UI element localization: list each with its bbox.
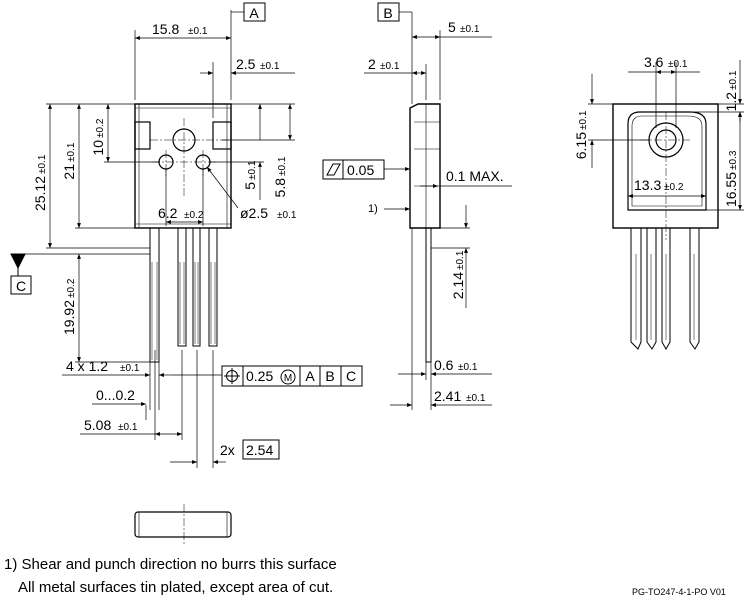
front-left-notch xyxy=(134,121,151,150)
footnote-line-2: All metal surfaces tin plated, except ar… xyxy=(18,579,334,596)
dim-rear-pad-h-tol: ±0.3 xyxy=(728,150,739,170)
flatness-frame xyxy=(322,159,385,180)
datum-a-label: A xyxy=(249,5,259,21)
dim-hole-dia-value: ø2.5 xyxy=(240,205,268,221)
dim-rear-pad-w-value: 13.3 xyxy=(634,177,661,193)
position-tol-ref-b: B xyxy=(325,368,334,384)
rear-dimension-lines xyxy=(588,60,744,211)
dim-rear-hole-value: 3.6 xyxy=(644,54,664,70)
dim-hole-dia-tol: ±0.1 xyxy=(277,210,297,221)
dim-body-h-tol: ±0.1 xyxy=(66,142,77,162)
dim-overall-h-value: 25.12 xyxy=(32,176,48,211)
dim-hole-y-value: 5 xyxy=(242,182,258,190)
dim-lead-len-tol: ±0.2 xyxy=(66,278,77,298)
datum-c-box xyxy=(10,275,32,295)
dim-tab-off-value: 2.5 xyxy=(236,56,256,72)
datum-frames xyxy=(10,2,400,460)
dim-side-lead-h-tol: ±0.1 xyxy=(455,250,466,270)
bottom-view xyxy=(134,504,232,544)
rear-leads xyxy=(630,228,700,351)
dim-hole-y2-tol: ±0.1 xyxy=(277,156,288,176)
dim-protr-value: 0.1 MAX. xyxy=(446,168,504,184)
dim-lead-span-tol: ±0.1 xyxy=(118,422,138,433)
dim-rear-top-value: 1.2 xyxy=(723,92,739,112)
datum-a-box xyxy=(243,2,266,22)
position-tol-value: 0.25 xyxy=(246,368,273,384)
dim-rear-pad-w-tol: ±0.2 xyxy=(664,182,684,193)
dim-pitch-value: 2.54 xyxy=(246,442,273,458)
dim-rear-top-tol: ±0.1 xyxy=(728,70,739,90)
dim-side-t-tol: ±0.1 xyxy=(460,24,480,35)
drawing-code: PG-TO247-4-1-PO V01 xyxy=(632,587,726,597)
side-body xyxy=(409,103,441,229)
dim-lead-w-value: 4 x 1.2 xyxy=(66,358,108,374)
position-tol-ref-c: C xyxy=(346,368,356,384)
front-dimension-lines xyxy=(14,10,295,468)
pitch-box xyxy=(242,439,280,460)
position-tol-modifier: M xyxy=(284,373,292,384)
rear-body xyxy=(612,103,719,229)
dim-side-tab-value: 2 xyxy=(368,56,376,72)
dim-side-lead-t-value: 0.6 xyxy=(434,357,454,373)
dim-rear-hy-tol: ±0.1 xyxy=(578,110,589,130)
datum-c-triangle xyxy=(10,253,26,270)
dimension-labels: A B C 15.8 ±0.1 2.5 ±0.1 6.2 ±0.2 ø2.5 ±… xyxy=(16,5,739,458)
dim-width-tol: ±0.1 xyxy=(188,26,208,37)
dim-hole-y2-value: 5.8 xyxy=(272,178,288,198)
dim-lead-gap-value: 0...0.2 xyxy=(96,387,135,403)
datum-b-label: B xyxy=(383,5,392,21)
side-note-ref: 1) xyxy=(368,203,378,215)
datum-b-box xyxy=(377,2,400,22)
dim-width-value: 15.8 xyxy=(152,21,179,37)
flatness-value: 0.05 xyxy=(347,162,374,178)
dim-side-lead-h-value: 2.14 xyxy=(450,272,466,299)
dim-holes-sp-value: 6.2 xyxy=(158,205,178,221)
rear-view xyxy=(612,103,719,351)
rear-heat-pad xyxy=(627,111,707,211)
dim-rear-hole-tol: ±0.1 xyxy=(668,59,688,70)
position-tol-ref-a: A xyxy=(305,368,315,384)
front-body xyxy=(134,103,232,229)
dim-overall-h-tol: ±0.1 xyxy=(37,154,48,174)
dim-hole-y-tol: ±0.1 xyxy=(247,160,258,180)
front-leads xyxy=(149,228,218,363)
dim-side-lead-t-tol: ±0.1 xyxy=(458,362,478,373)
front-right-notch xyxy=(212,121,232,150)
side-lead xyxy=(425,227,432,363)
dim-hole-h-tol: ±0.2 xyxy=(95,118,106,138)
dim-lead-len-value: 19.92 xyxy=(61,300,77,335)
dim-side-t-value: 5 xyxy=(448,19,456,35)
datum-c-label: C xyxy=(16,278,26,294)
dim-body-h-value: 21 xyxy=(61,164,77,180)
side-view xyxy=(409,103,441,363)
front-view xyxy=(134,103,232,363)
dim-rear-hy-value: 6.15 xyxy=(573,132,589,159)
side-dimension-lines xyxy=(364,11,512,410)
dim-lead-w-tol: ±0.1 xyxy=(120,363,140,374)
dim-side-tab-tol: ±0.1 xyxy=(380,61,400,72)
dim-tab-off-tol: ±0.1 xyxy=(260,61,280,72)
footnote-line-1: 1) Shear and punch direction no burrs th… xyxy=(4,556,337,573)
dim-side-lead-off-tol: ±0.1 xyxy=(466,393,486,404)
dim-side-lead-off-value: 2.41 xyxy=(434,388,461,404)
dim-hole-h-value: 10 xyxy=(90,140,106,156)
dim-rear-pad-h-value: 16.55 xyxy=(723,172,739,207)
position-tolerance-frame xyxy=(221,365,363,387)
dim-pitch-mult: 2x xyxy=(220,442,235,458)
dim-holes-sp-tol: ±0.2 xyxy=(184,210,204,221)
dim-lead-span-value: 5.08 xyxy=(84,417,111,433)
